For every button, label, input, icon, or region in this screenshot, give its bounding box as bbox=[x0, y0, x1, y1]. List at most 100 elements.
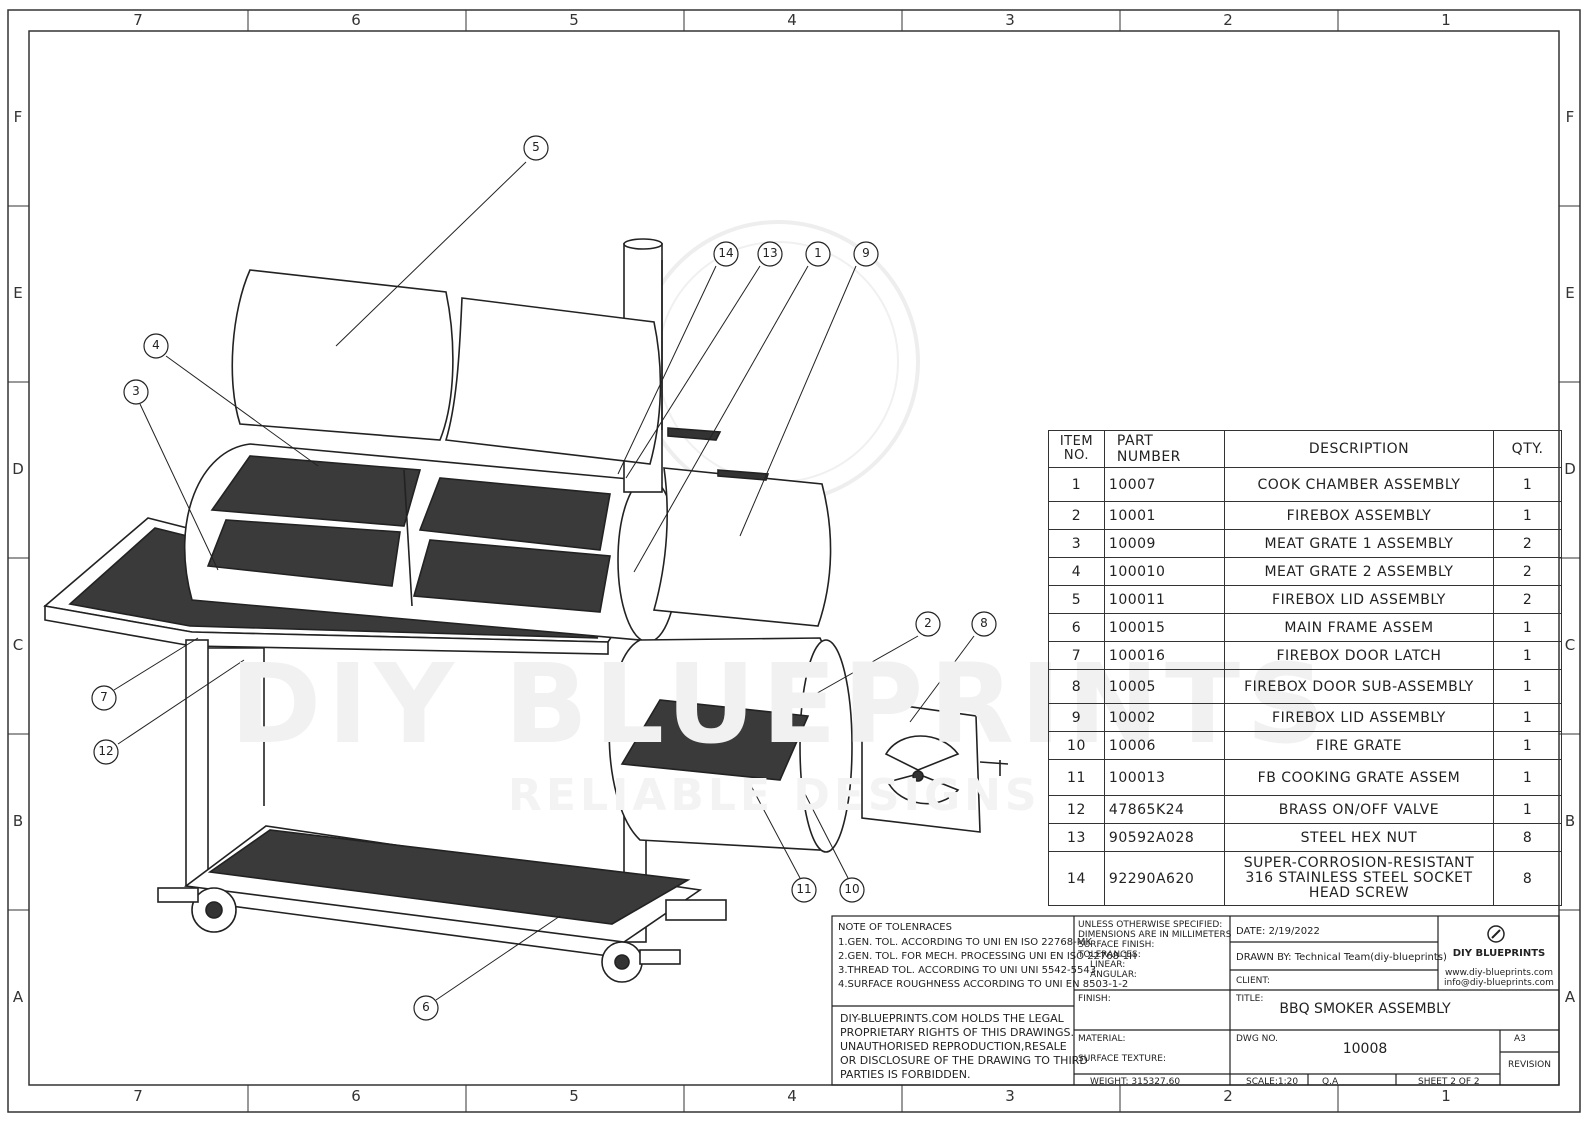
zone-row-label: D bbox=[1564, 460, 1576, 478]
bom-qty: 1 bbox=[1493, 669, 1562, 704]
bom-qty: 8 bbox=[1493, 851, 1562, 906]
bom-description: FIREBOX DOOR SUB-ASSEMBLY bbox=[1223, 669, 1495, 704]
zone-col-label: 1 bbox=[1441, 11, 1451, 29]
zone-col-label: 5 bbox=[569, 11, 579, 29]
bom-header-item: ITEM NO. bbox=[1048, 430, 1105, 468]
bom-qty: 1 bbox=[1493, 613, 1562, 642]
bom-item-no: 2 bbox=[1048, 501, 1105, 530]
bom-part-number: 10009 bbox=[1103, 529, 1225, 558]
bom-qty: 1 bbox=[1493, 795, 1562, 824]
zone-col-label: 4 bbox=[787, 1087, 797, 1105]
bom-qty: 2 bbox=[1493, 585, 1562, 614]
bom-item-no: 11 bbox=[1048, 759, 1105, 796]
bom-item-no: 5 bbox=[1048, 585, 1105, 614]
bom-qty: 1 bbox=[1493, 641, 1562, 670]
bom-part-number: 10005 bbox=[1103, 669, 1225, 704]
bom-item-no: 4 bbox=[1048, 557, 1105, 586]
bom-part-number: 90592A028 bbox=[1103, 823, 1225, 852]
bom-description: MEAT GRATE 1 ASSEMBLY bbox=[1223, 529, 1495, 558]
client-label: CLIENT: bbox=[1236, 976, 1270, 986]
drawn-by-value: DRAWN BY: Technical Team(diy-blueprints) bbox=[1236, 952, 1447, 963]
bom-description: MEAT GRATE 2 ASSEMBLY bbox=[1223, 557, 1495, 586]
bom-qty: 1 bbox=[1493, 703, 1562, 732]
bom-item-no: 6 bbox=[1048, 613, 1105, 642]
sheet-size: A3 bbox=[1514, 1034, 1526, 1044]
bom-item-no: 10 bbox=[1048, 731, 1105, 760]
legal-line: PROPRIETARY RIGHTS OF THIS DRAWINGS. bbox=[840, 1026, 1074, 1039]
bom-part-number: 100010 bbox=[1103, 557, 1225, 586]
balloon-circles bbox=[91, 135, 997, 1021]
bom-header-qty: QTY. bbox=[1493, 430, 1562, 468]
smoker-line-art bbox=[43, 238, 1009, 983]
spec-line: UNLESS OTHERWISE SPECIFIED: bbox=[1078, 920, 1223, 930]
scale-value: SCALE:1:20 bbox=[1246, 1077, 1299, 1087]
bom-description: MAIN FRAME ASSEM bbox=[1223, 613, 1495, 642]
bom-qty: 1 bbox=[1493, 467, 1562, 502]
zone-row-label: B bbox=[1564, 812, 1576, 830]
balloon-label: 12 bbox=[98, 744, 114, 758]
zone-col-label: 7 bbox=[133, 1087, 143, 1105]
bom-part-number: 10002 bbox=[1103, 703, 1225, 732]
dwg-no-value: 10008 bbox=[1342, 1041, 1388, 1057]
balloon-label: 2 bbox=[924, 616, 932, 630]
zone-row-label: E bbox=[1565, 284, 1575, 302]
bom-description: BRASS ON/OFF VALVE bbox=[1223, 795, 1495, 824]
note-line: 4.SURFACE ROUGHNESS ACCORDING TO UNI EN … bbox=[838, 979, 1129, 990]
bom-qty: 1 bbox=[1493, 501, 1562, 530]
bom-part-number: 100016 bbox=[1103, 641, 1225, 670]
bom-qty: 1 bbox=[1493, 759, 1562, 796]
bom-header-part: PART NUMBER bbox=[1103, 430, 1225, 468]
bom-qty: 2 bbox=[1493, 557, 1562, 586]
zone-row-label: E bbox=[13, 284, 23, 302]
zone-col-label: 1 bbox=[1441, 1087, 1451, 1105]
finish-label: FINISH: bbox=[1078, 994, 1111, 1004]
bom-part-number: 47865K24 bbox=[1103, 795, 1225, 824]
spec-line: SURFACE FINISH: bbox=[1078, 940, 1155, 950]
zone-row-label: C bbox=[12, 636, 24, 654]
notes-title: NOTE OF TOLENRACES bbox=[838, 922, 952, 933]
zone-row-label: F bbox=[13, 108, 23, 126]
surface-texture-label: SURFACE TEXTURE: bbox=[1078, 1054, 1166, 1064]
logo-email: info@diy-blueprints.com bbox=[1444, 978, 1554, 988]
sheet-number: SHEET 2 OF 2 bbox=[1418, 1077, 1480, 1087]
zone-row-label: D bbox=[12, 460, 24, 478]
logo-website: www.diy-blueprints.com bbox=[1444, 968, 1554, 978]
balloon-label: 9 bbox=[862, 246, 870, 260]
balloon-label: 1 bbox=[814, 246, 822, 260]
bom-description: SUPER-CORROSION-RESISTANT 316 STAINLESS … bbox=[1223, 851, 1495, 906]
bom-qty: 2 bbox=[1493, 529, 1562, 558]
bom-part-number: 10007 bbox=[1103, 467, 1225, 502]
title-label: TITLE: bbox=[1236, 994, 1264, 1004]
bom-part-number: 10006 bbox=[1103, 731, 1225, 760]
logo-name: DIY BLUEPRINTS bbox=[1452, 948, 1546, 959]
zone-row-label: C bbox=[1564, 636, 1576, 654]
balloon-label: 14 bbox=[718, 246, 734, 260]
weight-value: WEIGHT: 315327.60 bbox=[1090, 1077, 1181, 1087]
zone-row-label: B bbox=[12, 812, 24, 830]
bom-item-no: 12 bbox=[1048, 795, 1105, 824]
bom-qty: 8 bbox=[1493, 823, 1562, 852]
bom-description: STEEL HEX NUT bbox=[1223, 823, 1495, 852]
balloon-label: 8 bbox=[980, 616, 988, 630]
zone-col-label: 3 bbox=[1005, 1087, 1015, 1105]
legal-line: PARTIES IS FORBIDDEN. bbox=[840, 1068, 971, 1081]
spec-line: DIMENSIONS ARE IN MILLIMETERS bbox=[1078, 930, 1232, 940]
title-block-grid bbox=[831, 915, 1560, 1086]
bom-qty: 1 bbox=[1493, 731, 1562, 760]
zone-row-label: A bbox=[1564, 988, 1576, 1006]
bom-part-number: 100011 bbox=[1103, 585, 1225, 614]
note-line: 3.THREAD TOL. ACCORDING TO UNI UNI 5542-… bbox=[838, 965, 1097, 976]
